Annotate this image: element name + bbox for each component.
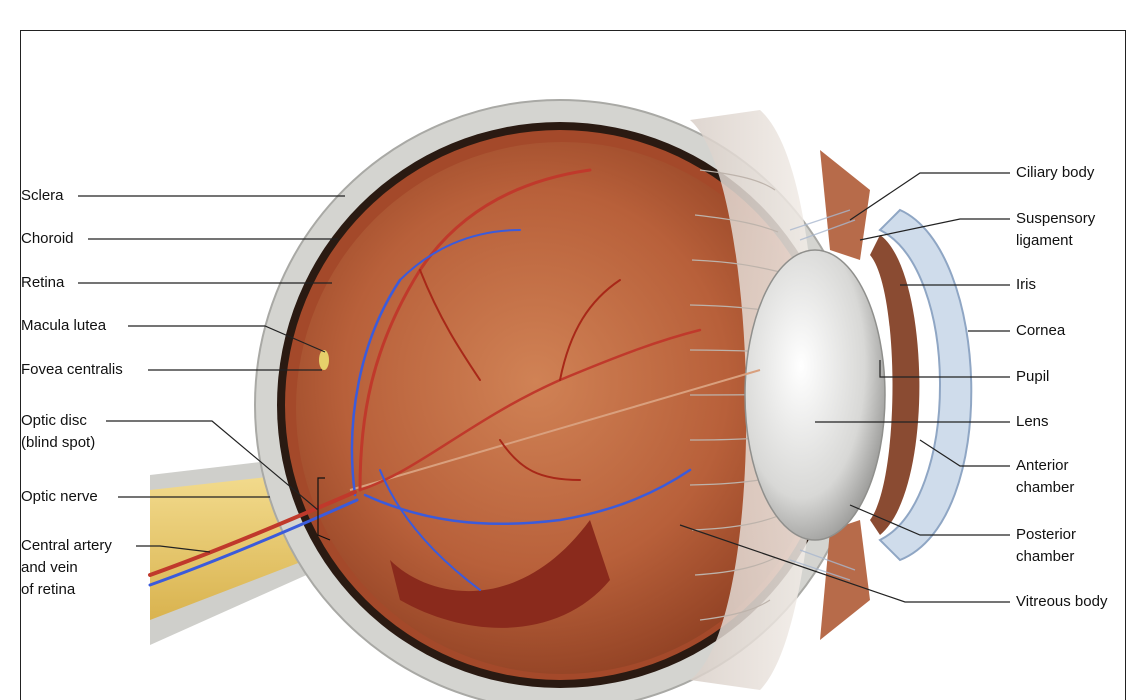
diagram-frame (20, 30, 1126, 700)
label-optic-disc: Optic disc (blind spot) (21, 412, 96, 451)
label-optic-nerve: Optic nerve (21, 488, 98, 505)
label-retina: Retina (21, 274, 65, 291)
label-vitreous-body: Vitreous body (1016, 593, 1108, 610)
leader-lines-left (78, 195, 345, 553)
lens-shape (744, 249, 886, 541)
label-posterior-chamber: Posterior chamber (1016, 526, 1077, 565)
ciliary-body-shape-lower (820, 520, 870, 640)
label-ciliary-body: Ciliary body (1016, 164, 1095, 181)
label-cornea: Cornea (1016, 322, 1066, 339)
ciliary-ridges (689, 169, 781, 621)
optic-disc-bracket (317, 477, 331, 541)
ciliary-body-shape (820, 150, 870, 260)
label-central-artery-vein: Central artery and vein of retina (21, 537, 112, 598)
cornea-shape (878, 208, 973, 562)
vitreous-shape (296, 142, 828, 674)
label-pupil: Pupil (1016, 368, 1050, 385)
label-anterior-chamber: Anterior chamber (1016, 457, 1075, 496)
label-suspensory-ligament: Suspensory ligament (1016, 210, 1096, 249)
visual-axis (349, 369, 761, 491)
label-fovea-centralis: Fovea centralis (21, 361, 123, 378)
retina-flap (390, 520, 610, 628)
suspensory-ligaments (789, 209, 856, 581)
label-choroid: Choroid (21, 230, 74, 247)
label-sclera: Sclera (21, 187, 64, 204)
label-lens: Lens (1016, 413, 1049, 430)
leader-lines-right (679, 172, 1010, 603)
macula-spot (319, 350, 329, 370)
label-macula-lutea: Macula lutea (21, 317, 107, 334)
retinal-vessels (148, 168, 702, 591)
label-iris: Iris (1016, 276, 1036, 293)
iris-shape (870, 235, 920, 535)
